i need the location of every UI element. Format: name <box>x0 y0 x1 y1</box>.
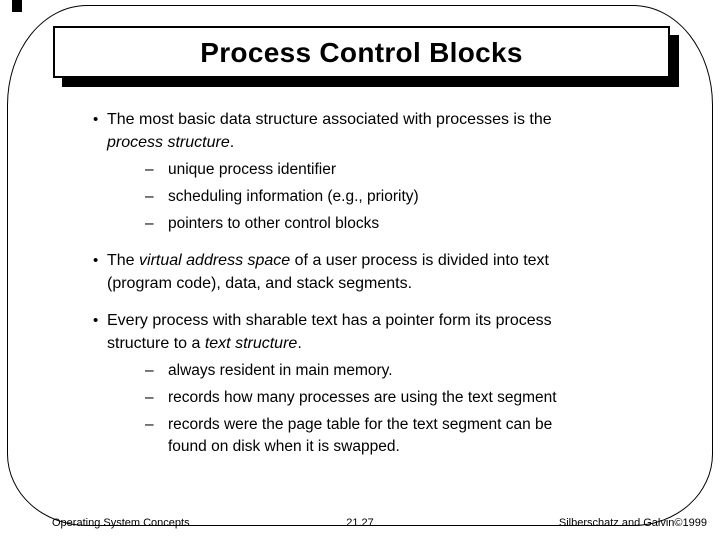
footer-authors: Silberschatz and Galvin©1999 <box>558 517 707 529</box>
bullet-line: process structure. <box>107 134 235 151</box>
bullet-line: records were the page table for the text… <box>168 416 553 433</box>
bullet-line: The virtual address space of a user proc… <box>107 252 549 269</box>
bullet-line: found on disk when it is swapped. <box>168 438 400 455</box>
sub-bullet-item: –records how many processes are using th… <box>145 387 627 409</box>
bullet-text: The most basic data structure associated… <box>107 108 627 154</box>
slide-body: • The most basic data structure associate… <box>93 108 627 458</box>
bullet-marker: • <box>93 312 99 329</box>
bullet-marker: • <box>93 252 99 269</box>
footer-book-title: Operating System Concepts <box>52 517 190 529</box>
slide-frame <box>7 5 713 526</box>
bullet-item: • The most basic data structure associate… <box>93 108 627 154</box>
bullet-text: Every process with sharable text has a p… <box>107 309 627 355</box>
bullet-line: Every process with sharable text has a p… <box>107 312 552 329</box>
bullet-line: unique process identifier <box>168 161 337 178</box>
bullet-item: • The virtual address space of a user pro… <box>93 249 627 295</box>
sub-bullet-item: –records were the page table for the tex… <box>145 414 627 458</box>
bullet-text: unique process identifier <box>168 159 627 181</box>
bullet-marker: • <box>93 111 99 128</box>
sub-bullet-item: –pointers to other control blocks <box>145 213 627 235</box>
bullet-text: always resident in main memory. <box>168 360 627 382</box>
bullet-line: structure to a text structure. <box>107 335 302 352</box>
bullet-line: (program code), data, and stack segments… <box>107 275 413 292</box>
bullet-item: • Every process with sharable text has a … <box>93 309 627 355</box>
sub-bullet-item: –unique process identifier <box>145 159 627 181</box>
dash-marker: – <box>145 362 154 379</box>
bullet-line: records how many processes are using the… <box>168 389 557 406</box>
dash-marker: – <box>145 188 154 205</box>
bullet-text: The virtual address space of a user proc… <box>107 249 627 295</box>
bullet-text: records were the page table for the text… <box>168 414 627 458</box>
bullet-text: scheduling information (e.g., priority) <box>168 186 627 208</box>
footer-slide-number: 21.27 <box>346 517 374 529</box>
dash-marker: – <box>145 215 154 232</box>
bullet-text: records how many processes are using the… <box>168 387 627 409</box>
bullet-text: pointers to other control blocks <box>168 213 627 235</box>
dash-marker: – <box>145 416 154 433</box>
bullet-line: scheduling information (e.g., priority) <box>168 188 419 205</box>
slide-title-box: Process Control Blocks <box>53 26 670 78</box>
sub-bullet-item: –always resident in main memory. <box>145 360 627 382</box>
sub-bullet-item: –scheduling information (e.g., priority) <box>145 186 627 208</box>
corner-mark <box>12 0 22 12</box>
bullet-line: The most basic data structure associated… <box>107 111 552 128</box>
page-title: Process Control Blocks <box>200 37 523 68</box>
bullet-line: pointers to other control blocks <box>168 215 380 232</box>
dash-marker: – <box>145 161 154 178</box>
bullet-line: always resident in main memory. <box>168 362 393 379</box>
dash-marker: – <box>145 389 154 406</box>
